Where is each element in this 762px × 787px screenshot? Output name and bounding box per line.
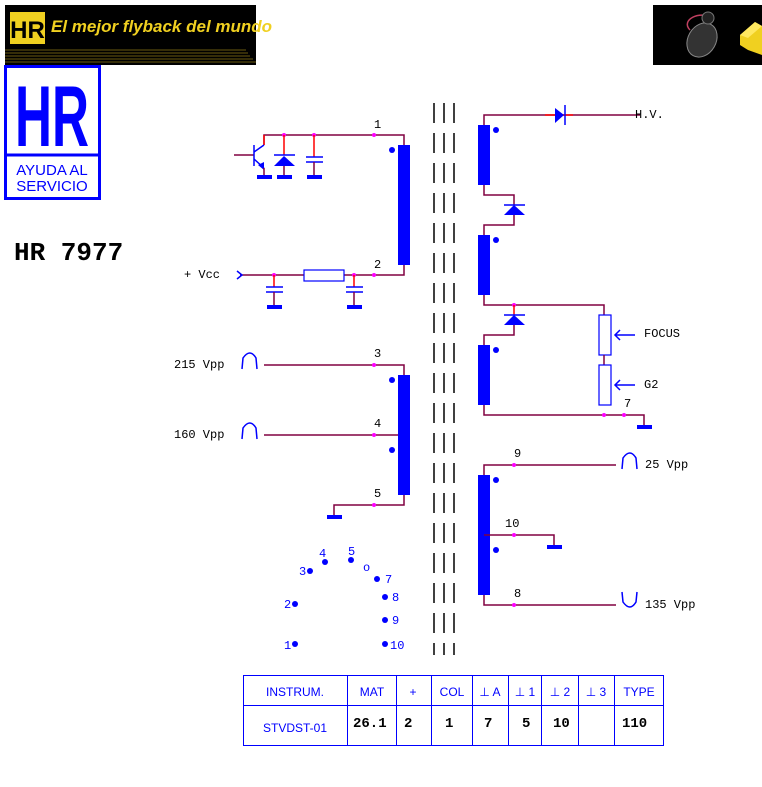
hv-diode-icon [545, 105, 573, 125]
pulse-icon [621, 452, 638, 470]
drive-winding: 3 4 5 215 Vpp 160 Vpp [174, 347, 410, 519]
pin-1-label: 1 [374, 118, 381, 132]
table-header: ⊥ 2 [550, 685, 571, 699]
pin-4-label: 4 [374, 417, 381, 431]
pinmap-label: 7 [385, 573, 392, 587]
capacitor-icon [266, 275, 283, 309]
yellow-box-icon [740, 22, 762, 55]
table-header: ⊥ 3 [586, 685, 607, 699]
table-header: INSTRUM. [266, 685, 324, 699]
pin-8-label: 8 [514, 587, 521, 601]
model-title: HR 7977 [14, 238, 123, 268]
focus-label: FOCUS [644, 327, 680, 341]
ground-icon [637, 425, 652, 429]
vcc-label: + Vcc [184, 268, 220, 282]
pinmap-label: 1 [284, 639, 291, 653]
service-logo-line2: SERVICIO [16, 178, 87, 195]
table-cell: 26.1 [353, 716, 387, 732]
transistor-icon [234, 144, 272, 179]
diode-icon [504, 314, 525, 325]
service-logo[interactable]: HR AYUDA AL SERVICIO [4, 65, 101, 200]
service-logo-letters: HR [15, 69, 89, 165]
resistor-icon [303, 269, 345, 282]
table-cell: 2 [404, 716, 412, 732]
focus-potentiometer-icon [598, 314, 612, 356]
pin-2-label: 2 [374, 258, 381, 272]
ground-icon [327, 515, 342, 519]
primary-winding: 1 2 [240, 118, 410, 277]
diode-icon [504, 204, 525, 215]
table-header: ⊥ A [479, 685, 500, 699]
pinmap-label: 3 [299, 565, 306, 579]
pulse-icon [241, 352, 258, 370]
flyback-photo-icon [686, 11, 718, 58]
capacitor-icon [306, 135, 323, 179]
input-215-label: 215 Vpp [174, 358, 224, 372]
product-image[interactable] [653, 5, 762, 65]
table-header: COL [440, 685, 465, 699]
table-cell: 1 [445, 716, 453, 732]
pinmap-label: 4 [319, 547, 326, 561]
transformer-core [433, 103, 455, 655]
table-header: MAT [360, 685, 385, 699]
input-arrow-icon [236, 270, 244, 280]
pin-9-label: 9 [514, 447, 521, 461]
table-cell: STVDST-01 [263, 721, 327, 735]
pin-10-label: 10 [505, 517, 519, 531]
pin-layout: 1 2 3 4 5 o 7 8 9 10 [284, 545, 404, 653]
pinmap-label: 9 [392, 614, 399, 628]
pinmap-label: 10 [390, 639, 404, 653]
pinmap-label: 2 [284, 598, 291, 612]
output-25-label: 25 Vpp [645, 458, 688, 472]
hv-label: H.V. [635, 108, 664, 122]
banner-logo-text: HR [10, 17, 45, 44]
table-header: ⊥ 1 [515, 685, 536, 699]
pin-3-label: 3 [374, 347, 381, 361]
table-header: TYPE [623, 685, 654, 699]
banner-slogan: El mejor flyback del mundo [51, 17, 272, 36]
damper-diode-icon [274, 135, 295, 179]
table-cell: 110 [622, 716, 647, 732]
output-winding: 9 10 8 25 Vpp 135 Vpp [478, 447, 695, 612]
capacitor-icon [346, 275, 363, 309]
g2-label: G2 [644, 378, 658, 392]
input-160-label: 160 Vpp [174, 428, 224, 442]
pulse-icon [241, 422, 258, 440]
pinmap-label: o [363, 561, 370, 575]
g2-potentiometer-icon [598, 364, 612, 406]
table-cell: 7 [484, 716, 492, 732]
service-logo-line1: AYUDA AL [16, 162, 87, 179]
table-header: + [409, 685, 416, 699]
pinmap-label: 8 [392, 591, 399, 605]
table-cell: 5 [522, 716, 530, 732]
banner-logo [10, 12, 45, 44]
pin-5-label: 5 [374, 487, 381, 501]
table-cell: 10 [553, 716, 570, 732]
pin-7-label: 7 [624, 397, 631, 411]
pinmap-label: 5 [348, 545, 355, 559]
banner[interactable]: HR El mejor flyback del mundo [5, 5, 272, 65]
pulse-down-icon [621, 591, 638, 608]
vcc-input: + Vcc [184, 268, 363, 309]
spec-table: INSTRUM. MAT + COL ⊥ A ⊥ 1 ⊥ 2 ⊥ 3 TYPE … [243, 675, 664, 746]
output-135-label: 135 Vpp [645, 598, 695, 612]
ground-icon [547, 545, 562, 549]
hv-winding: H.V. FOCUS G2 7 [478, 105, 680, 429]
